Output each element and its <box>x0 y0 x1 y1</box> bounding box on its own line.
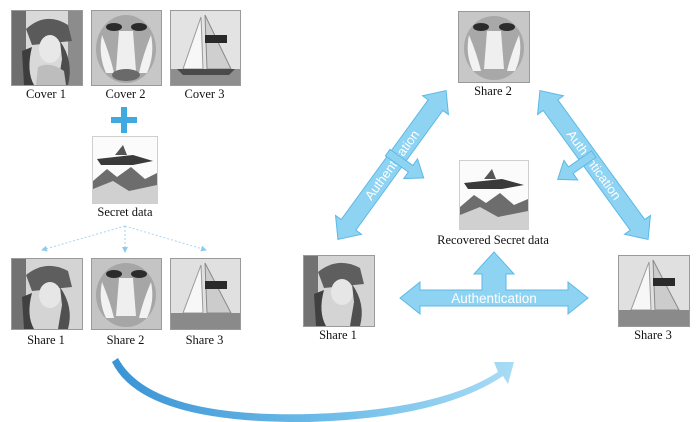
split-arrows <box>41 225 207 253</box>
share-1-left-caption: Share 1 <box>27 333 65 347</box>
recover-arrow-from-right <box>557 150 597 181</box>
cover-2-caption: Cover 2 <box>105 87 146 101</box>
share-2-left-caption: Share 2 <box>106 333 145 347</box>
cover-3-caption: Cover 3 <box>184 87 225 101</box>
plus-icon <box>111 107 137 133</box>
share-3-left-image <box>170 258 241 330</box>
recovered-secret-caption: Recovered Secret data <box>437 233 549 247</box>
distribution-sweep-arrow <box>112 358 514 422</box>
share-3-right-image <box>618 255 690 327</box>
share-3-left-caption: Share 3 <box>185 333 224 347</box>
secret-data-image <box>92 136 158 204</box>
share-2-right-caption: Share 2 <box>474 84 512 98</box>
auth-arrow-right: Authentication <box>536 89 652 241</box>
auth-arrow-bottom: Authentication <box>399 251 589 316</box>
share-2-right-image <box>458 11 530 83</box>
share-1-left-image <box>11 258 83 330</box>
share-1-right-caption: Share 1 <box>319 328 357 342</box>
recover-arrow-from-left <box>384 148 425 180</box>
share-1-right-image <box>303 255 375 327</box>
secret-data-caption: Secret data <box>97 205 153 219</box>
cover-3-image <box>170 10 241 86</box>
recovered-secret-image <box>459 160 529 230</box>
cover-1-caption: Cover 1 <box>26 87 66 101</box>
cover-1-image <box>11 10 83 86</box>
share-2-left-image <box>91 258 162 330</box>
cover-2-image <box>91 10 162 86</box>
auth-arrow-left: Authentication <box>334 89 450 241</box>
share-3-right-caption: Share 3 <box>634 328 672 342</box>
auth-label-bottom: Authentication <box>451 291 537 306</box>
